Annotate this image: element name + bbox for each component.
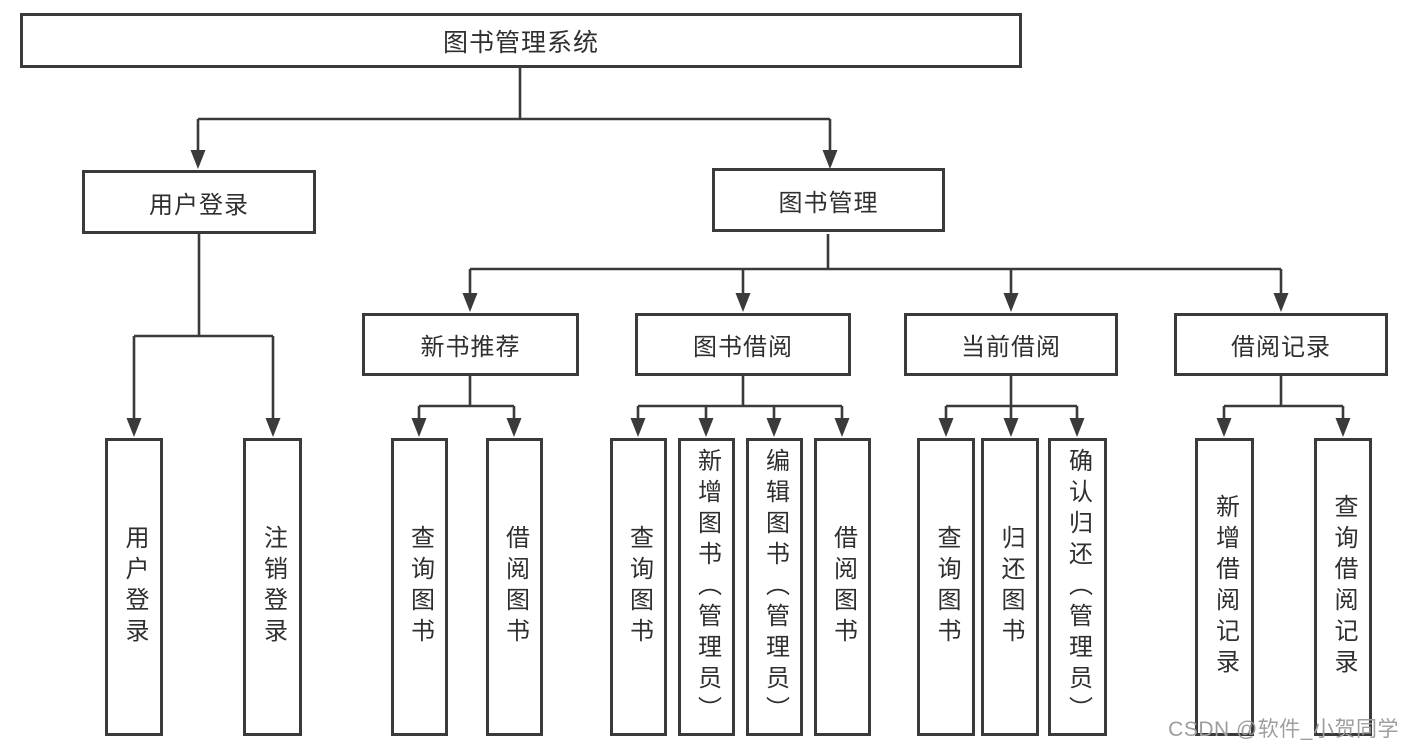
arrow-down-icon — [265, 418, 281, 437]
leaf-label: 新增借阅记录 — [1211, 494, 1239, 680]
connector-book-borrow — [636, 376, 844, 420]
arrow-down-icon — [506, 418, 522, 437]
node-current-borrow: 当前借阅 — [904, 313, 1118, 376]
arrow-down-icon — [630, 418, 646, 437]
connector-borrow-records — [1222, 376, 1345, 420]
arrow-down-icon — [190, 150, 206, 169]
leaf-br-add-record: 新增借阅记录 — [1195, 438, 1254, 736]
leaf-label: 查询图书 — [625, 525, 653, 649]
node-root: 图书管理系统 — [20, 13, 1022, 68]
leaf-bb-borrow-book: 借阅图书 — [814, 438, 871, 736]
arrow-down-icon — [411, 418, 427, 437]
leaf-br-query-record: 查询借阅记录 — [1314, 438, 1372, 736]
leaf-cb-query-book: 查询图书 — [917, 438, 975, 736]
node-borrow-records: 借阅记录 — [1174, 313, 1388, 376]
leaf-nb-borrow-book: 借阅图书 — [486, 438, 543, 736]
leaf-bb-edit-book-admin: 编辑图书（管理员） — [746, 438, 803, 736]
arrow-down-icon — [462, 293, 478, 312]
leaf-cb-confirm-return-admin: 确认归还（管理员） — [1048, 438, 1107, 736]
arrow-down-icon — [126, 418, 142, 437]
leaf-label: 用户登录 — [121, 525, 148, 649]
leaf-label: 查询借阅记录 — [1330, 494, 1357, 680]
node-new-book-recommend: 新书推荐 — [362, 313, 579, 376]
leaf-label: 确认归还（管理员） — [1064, 447, 1092, 727]
node-user-login: 用户登录 — [82, 170, 316, 234]
leaf-label: 借阅图书 — [829, 525, 857, 649]
arrow-down-icon — [1216, 418, 1232, 437]
leaf-bb-add-book-admin: 新增图书（管理员） — [678, 438, 735, 736]
arrow-down-icon — [1335, 418, 1351, 437]
arrow-down-icon — [822, 150, 838, 169]
leaf-bb-query-book: 查询图书 — [610, 438, 667, 736]
connector-current-borrow — [944, 376, 1079, 420]
arrow-down-icon — [766, 418, 782, 437]
leaf-label: 借阅图书 — [501, 525, 529, 649]
leaf-label: 注销登录 — [259, 525, 287, 649]
leaf-nb-query-book: 查询图书 — [391, 438, 448, 736]
arrow-down-icon — [1003, 418, 1019, 437]
csdn-watermark: CSDN @软件_小贺同学 — [1168, 718, 1399, 741]
node-book-borrow: 图书借阅 — [635, 313, 851, 376]
leaf-label: 查询图书 — [933, 525, 960, 649]
leaf-logout: 注销登录 — [243, 438, 302, 736]
leaf-cb-return-book: 归还图书 — [981, 438, 1039, 736]
arrow-down-icon — [834, 418, 850, 437]
leaf-label: 归还图书 — [997, 525, 1024, 649]
leaf-user-login: 用户登录 — [105, 438, 163, 736]
arrow-down-icon — [735, 293, 751, 312]
node-book-management: 图书管理 — [712, 168, 945, 232]
connector-new-book — [417, 376, 516, 420]
arrow-down-icon — [938, 418, 954, 437]
leaf-label: 查询图书 — [406, 525, 434, 649]
arrow-down-icon — [1273, 293, 1289, 312]
leaf-label: 编辑图书（管理员） — [761, 447, 789, 727]
connector-book-management — [468, 234, 1283, 295]
connector-root — [196, 68, 832, 152]
arrow-down-icon — [698, 418, 714, 437]
leaf-label: 新增图书（管理员） — [693, 447, 721, 727]
arrow-down-icon — [1069, 418, 1085, 437]
connector-user-login — [132, 234, 275, 420]
arrow-down-icon — [1003, 293, 1019, 312]
